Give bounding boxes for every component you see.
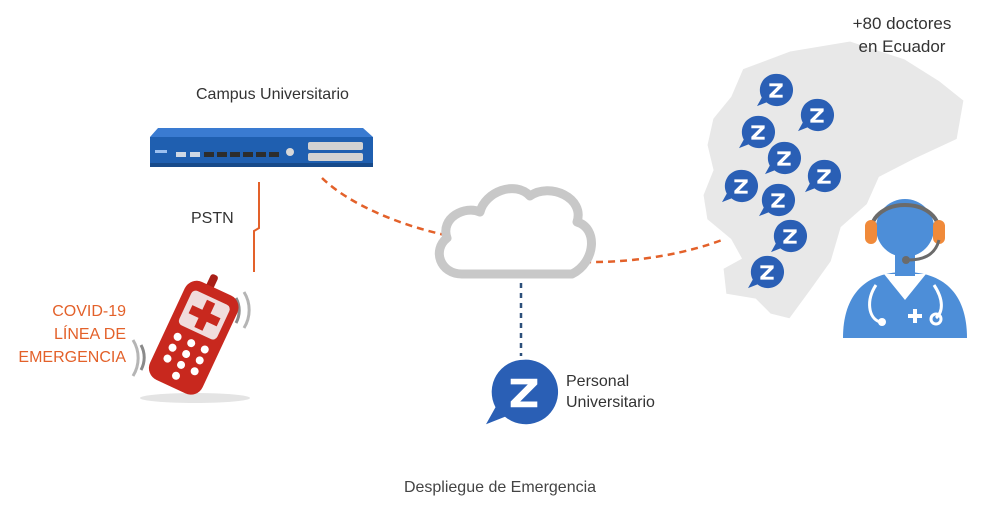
campus-label: Campus Universitario (196, 86, 349, 103)
diagram-caption: Despliegue de Emergencia (403, 479, 597, 496)
staff-chat-icon (486, 359, 559, 425)
doctors-label-text: en Ecuador (858, 37, 946, 56)
doctors-label: +80 doctores en Ecuador (837, 12, 967, 58)
campus-cloud-link (321, 177, 446, 237)
doctor-headset-icon (843, 199, 967, 338)
pstn-line (253, 182, 260, 272)
emergency-line-text: LÍNEA DE (53, 326, 126, 343)
staff-label-text: Personal (566, 373, 630, 390)
staff-label: Personal Universitario (566, 371, 655, 413)
cloud-doctors-link (583, 238, 723, 264)
emergency-line-text: COVID-19 (52, 303, 126, 320)
pstn-label: PSTN (191, 210, 234, 227)
server-appliance-icon (150, 128, 373, 167)
emergency-line-text: EMERGENCIA (18, 349, 126, 366)
emergency-line-label: COVID-19 LÍNEA DE EMERGENCIA (14, 300, 126, 369)
staff-label-text: Universitario (566, 394, 655, 411)
cloud-icon (434, 184, 596, 279)
mobile-phone-icon (131, 274, 251, 403)
doctors-label-text: +80 doctores (852, 14, 952, 33)
